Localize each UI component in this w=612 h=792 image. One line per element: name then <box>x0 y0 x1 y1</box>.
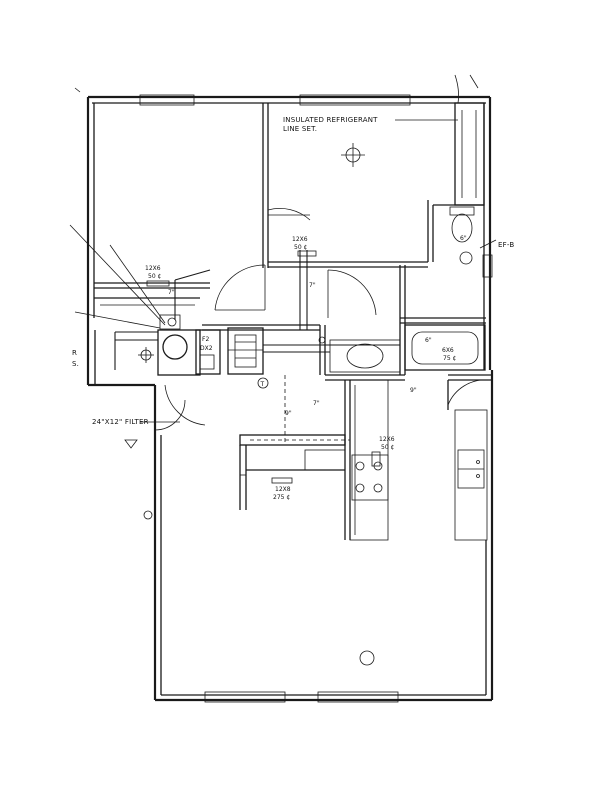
register-cfm: 50 ¢ <box>381 444 395 451</box>
duct-size: 6" <box>460 235 467 242</box>
doors <box>154 208 489 431</box>
register-cfm: 50 ¢ <box>148 273 162 280</box>
filter-label: 24"X12" FILTER <box>92 418 149 426</box>
duct-size: 7" <box>313 400 320 407</box>
register-cfm: 50 ¢ <box>294 244 308 251</box>
thermostat-symbol: T <box>260 381 265 388</box>
register-size: 12X8 <box>275 486 291 493</box>
register-cfm: 275 ¢ <box>273 494 290 501</box>
register-size: 12X6 <box>379 436 395 443</box>
register-markers <box>124 250 381 484</box>
mechanical-room <box>157 314 264 376</box>
exhaust-fan-label: EF-B <box>498 241 514 249</box>
furnace-label: F2 <box>202 336 209 343</box>
exterior-walls <box>86 94 494 703</box>
duct-size: 9" <box>285 410 292 417</box>
partial-note-2: S. <box>72 360 79 368</box>
duct-size: 6" <box>425 337 432 344</box>
register-size: 12X6 <box>292 236 308 243</box>
kitchen-fixtures <box>349 379 488 541</box>
annotations: INSULATED REFRIGERANT LINE SET. 24"X12" … <box>72 116 514 501</box>
register-size: 12X6 <box>145 265 161 272</box>
furnace-label: DX2 <box>200 345 213 352</box>
partial-note-1: R <box>72 349 77 357</box>
refrigerant-label-line2: LINE SET. <box>283 125 317 133</box>
duct-size: 7" <box>309 282 316 289</box>
register-size: 6X6 <box>442 347 454 354</box>
ceiling-fixtures <box>138 143 473 666</box>
interior-walls <box>94 102 492 540</box>
duct-size: 7" <box>168 289 175 296</box>
ductwork <box>114 250 400 445</box>
duct-size: 9" <box>410 387 417 394</box>
register-cfm: 75 ¢ <box>443 355 457 362</box>
leader-lines <box>69 74 497 423</box>
bath-fixtures <box>329 206 486 373</box>
refrigerant-label-line1: INSULATED REFRIGERANT <box>283 116 378 124</box>
